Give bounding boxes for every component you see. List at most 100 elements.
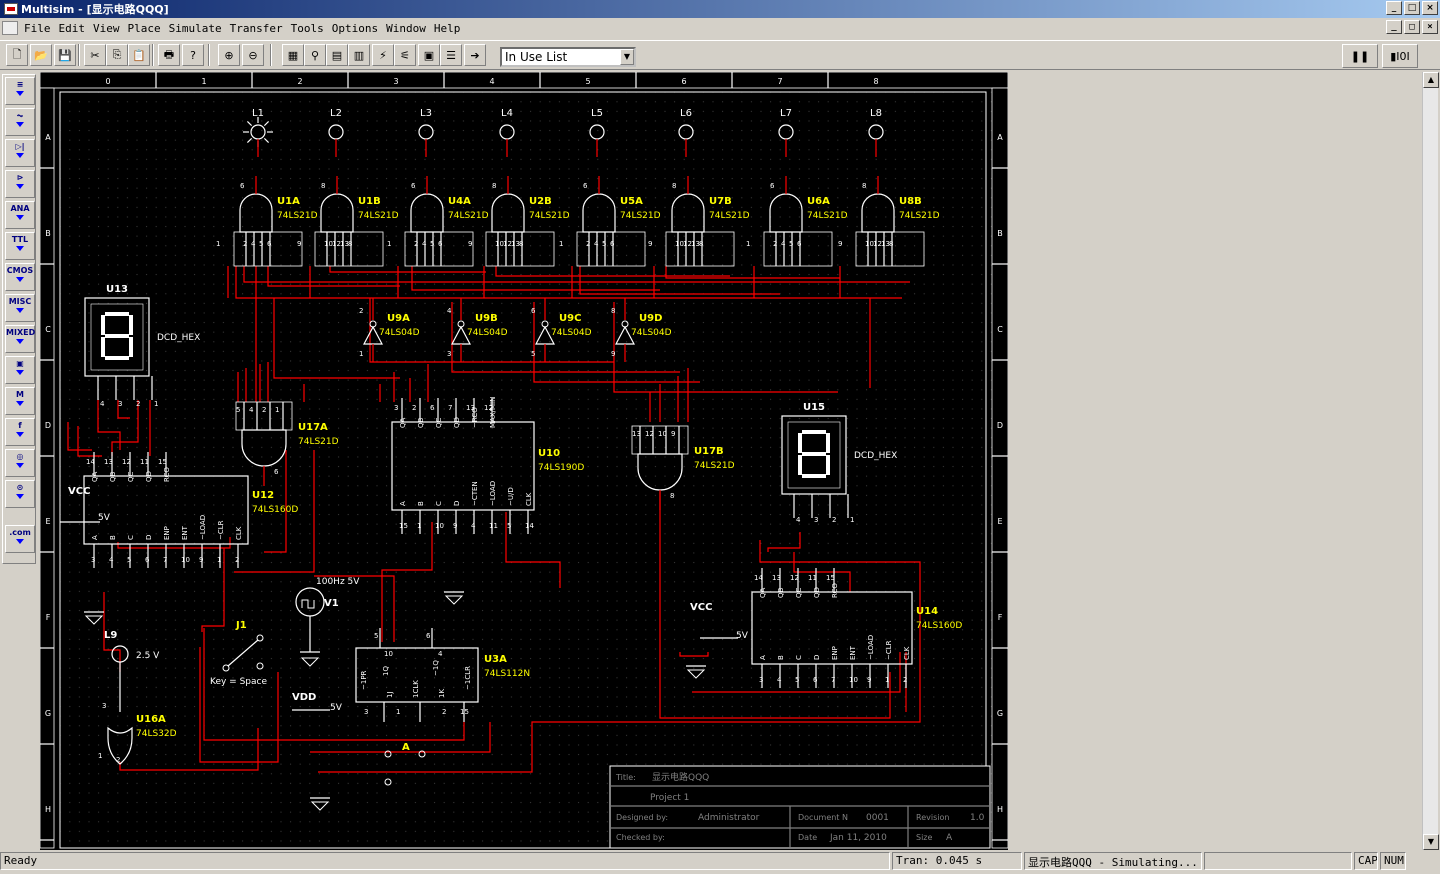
description-button[interactable]: ☰: [440, 44, 462, 66]
indicators-icon[interactable]: ▣: [5, 356, 35, 384]
expand-arrow-icon: [16, 339, 24, 344]
minimize-button[interactable]: _: [1386, 1, 1402, 15]
pin-number: 1: [359, 350, 363, 358]
doc-close-button[interactable]: ×: [1422, 20, 1438, 34]
menu-options[interactable]: Options: [331, 21, 379, 35]
menu-file[interactable]: File: [24, 21, 51, 35]
pin-number: 2: [359, 307, 363, 315]
doc-minimize-button[interactable]: _: [1386, 20, 1402, 34]
part-type: 74LS32D: [136, 729, 177, 739]
maximize-button[interactable]: □: [1404, 1, 1420, 15]
menu-transfer[interactable]: Transfer: [229, 21, 283, 35]
project-label: Project 1: [650, 793, 689, 803]
indicators-label: ▣: [16, 359, 24, 368]
document-menu-icon[interactable]: [2, 21, 18, 35]
ic-pin-label: ENP: [831, 646, 839, 660]
run-switch-button[interactable]: ▮I0I: [1382, 44, 1418, 68]
pin-number: 8: [670, 492, 674, 500]
wire: [67, 422, 92, 451]
basic-icon[interactable]: ⏦: [5, 108, 35, 136]
lamp-l8: L8: [868, 108, 884, 157]
pause-button[interactable]: ❚❚: [1342, 44, 1378, 68]
voltage-label: 5V: [330, 703, 343, 713]
wizard-button[interactable]: ⚡: [372, 44, 394, 66]
component-button[interactable]: ▦: [282, 44, 304, 66]
menu-tools[interactable]: Tools: [290, 21, 324, 35]
lamp-l9: L92.5 V: [104, 630, 160, 712]
ttl-label: TTL: [11, 235, 29, 244]
postprocessor-button[interactable]: ▥: [348, 44, 370, 66]
paste-button[interactable]: 📋: [128, 44, 150, 66]
mixed-icon[interactable]: MIXED: [5, 325, 35, 353]
pin-number: 5: [795, 676, 799, 684]
doc-restore-button[interactable]: □: [1404, 20, 1420, 34]
pin-number: 9: [453, 522, 457, 530]
diodes-icon[interactable]: ▷|: [5, 139, 35, 167]
zoom-in-button[interactable]: ⊕: [218, 44, 240, 66]
open-button[interactable]: 📂: [30, 44, 52, 66]
vertical-scrollbar[interactable]: ▲ ▼: [1422, 72, 1439, 850]
instruments-icon[interactable]: .com: [5, 525, 35, 553]
workspace-right: [1008, 72, 1422, 850]
pin-number: 2: [235, 556, 239, 564]
hierarchy-button[interactable]: ▣: [418, 44, 440, 66]
transistors-icon[interactable]: ⊳: [5, 170, 35, 198]
sources-icon[interactable]: ≡: [5, 77, 35, 105]
grapher-button[interactable]: ▤: [326, 44, 348, 66]
ic-pin-label: ENT: [849, 645, 857, 660]
pin-number: 10: [865, 240, 874, 248]
pin-number: 6: [610, 240, 615, 248]
menu-place[interactable]: Place: [127, 21, 161, 35]
misc-icon[interactable]: M: [5, 387, 35, 415]
cmos-icon[interactable]: CMOS: [5, 263, 35, 291]
wire: [579, 266, 780, 295]
rf-icon[interactable]: ◎: [5, 449, 35, 477]
ttl-icon[interactable]: TTL: [5, 232, 35, 260]
lamp-l3: L3: [418, 108, 434, 157]
in-use-list-select[interactable]: In Use List▼: [500, 47, 636, 67]
chevron-down-icon[interactable]: ▼: [620, 49, 634, 65]
scroll-down-icon[interactable]: ▼: [1423, 834, 1439, 850]
analog-icon[interactable]: ANA: [5, 201, 35, 229]
ruler-top-label: 2: [297, 77, 302, 86]
transfer-button[interactable]: ➔: [464, 44, 486, 66]
pin-number: 9: [297, 240, 301, 248]
analysis-button[interactable]: ⚲: [304, 44, 326, 66]
copy-button[interactable]: ⎘: [106, 44, 128, 66]
new-button[interactable]: 🗋: [6, 44, 28, 66]
save-button[interactable]: 💾: [54, 44, 76, 66]
lamp-l4: L4: [499, 108, 515, 157]
pin-number: 15: [826, 574, 835, 582]
and-gate-icon: [671, 193, 705, 233]
segment: [129, 315, 133, 335]
wire: [119, 728, 259, 771]
close-button[interactable]: ×: [1422, 1, 1438, 15]
controls-icon[interactable]: f: [5, 418, 35, 446]
lamp-l5: L5: [589, 108, 605, 157]
menu-edit[interactable]: Edit: [58, 21, 86, 35]
pin-number: 1: [885, 676, 889, 684]
print-button[interactable]: 🖶: [158, 44, 180, 66]
misc-digital-icon[interactable]: MISC: [5, 294, 35, 322]
scroll-up-icon[interactable]: ▲: [1423, 72, 1439, 88]
ic-pin-label: ~RCO: [471, 407, 479, 428]
ic-pin-label: ~LOAD: [199, 515, 207, 540]
netlist-button[interactable]: ⚟: [394, 44, 416, 66]
wires: [67, 266, 921, 773]
lamp-label: L4: [501, 108, 513, 119]
menu-window[interactable]: Window: [386, 21, 426, 35]
zoom-out-button[interactable]: ⊖: [242, 44, 264, 66]
cut-button[interactable]: ✂: [84, 44, 106, 66]
status-empty: [1204, 852, 1352, 870]
ruler-top-label: 5: [585, 77, 590, 86]
description-icon: ☰: [446, 48, 456, 62]
pin-number: 3: [364, 708, 368, 716]
help-button[interactable]: ?: [182, 44, 204, 66]
menu-view[interactable]: View: [93, 21, 120, 35]
menu-help[interactable]: Help: [433, 21, 461, 35]
ic-pin-label: D: [453, 501, 461, 506]
electromech-icon[interactable]: ⊙: [5, 480, 35, 508]
menu-simulate[interactable]: Simulate: [168, 21, 222, 35]
